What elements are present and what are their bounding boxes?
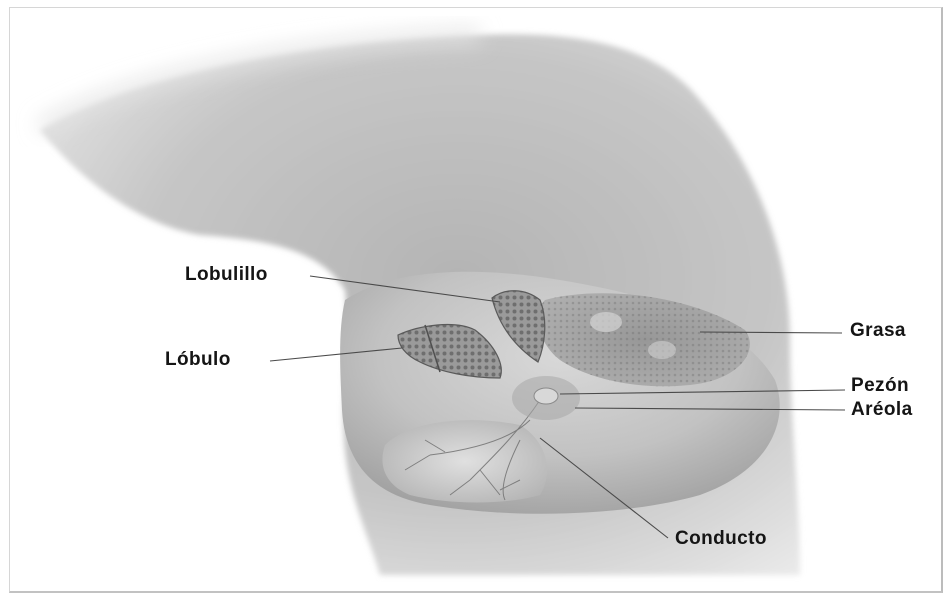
nipple-shape: [534, 388, 558, 404]
duct-tree: [382, 420, 547, 502]
label-areola: Aréola: [851, 399, 913, 421]
label-pezon: Pezón: [851, 375, 909, 397]
label-lobulo: Lóbulo: [165, 349, 231, 371]
label-grasa: Grasa: [850, 320, 906, 342]
label-conducto: Conducto: [675, 528, 767, 550]
label-lobulillo: Lobulillo: [185, 264, 268, 286]
